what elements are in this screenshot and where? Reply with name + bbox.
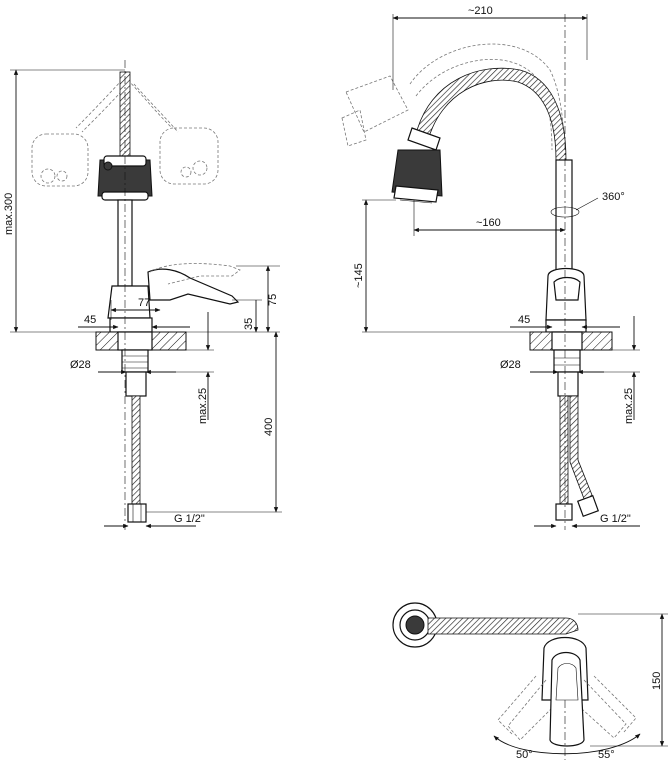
dim-diameter-28-left: Ø28	[70, 359, 91, 371]
faucet-body	[107, 285, 153, 333]
lever-handle	[147, 263, 241, 305]
dim-reach-160: ~160	[476, 217, 501, 229]
side-riser-pipe	[555, 159, 573, 277]
dim-height-max: max.300	[3, 193, 15, 235]
aerator-head	[391, 127, 443, 204]
curved-spout-hose	[415, 67, 567, 161]
dim-depth-150: 150	[651, 672, 663, 690]
hose-connector	[127, 503, 147, 523]
side-threaded-shank	[553, 349, 581, 373]
side-hose-connector-angled	[576, 494, 600, 518]
plan-lever-ghost-right	[571, 679, 627, 739]
supply-hose-cold	[559, 395, 569, 505]
supply-hose	[131, 395, 141, 505]
dim-spout-77: 77	[138, 297, 150, 309]
dim-body-35: 35	[243, 318, 255, 330]
plan-view: 50° 55° 150	[392, 602, 668, 761]
front-view: max.300 77 45 75 35 Ø28 max.25 400	[3, 60, 282, 530]
dim-base-45-right: 45	[518, 314, 530, 326]
dim-angle-50: 50°	[516, 749, 533, 761]
angle-arc	[493, 733, 641, 755]
supply-hose-hot	[569, 395, 595, 505]
plan-aerator	[392, 602, 438, 648]
dim-height-145: ~145	[353, 263, 365, 288]
dim-diameter-28-right: Ø28	[500, 359, 521, 371]
dim-rotation-360: 360°	[602, 191, 625, 203]
plan-lever-ghost-left	[507, 679, 561, 741]
rotation-indicator	[550, 206, 580, 218]
dim-thread-g12-left: G 1/2"	[174, 513, 205, 525]
dim-thread-max25-left: max.25	[197, 388, 209, 424]
dim-thread-g12-right: G 1/2"	[600, 513, 631, 525]
side-fixing-nut	[557, 371, 579, 397]
side-faucet-body	[545, 267, 587, 333]
plan-spout-hose	[427, 617, 579, 635]
dim-hose-400: 400	[263, 418, 275, 436]
dim-thread-max25-right: max.25	[623, 388, 635, 424]
dim-width-210: ~210	[468, 5, 493, 17]
spout-ghost	[341, 43, 565, 151]
dim-angle-55: 55°	[598, 749, 615, 761]
fixing-nut	[125, 371, 147, 397]
shower-head-ghost-right	[127, 79, 219, 185]
dim-base-45-left: 45	[84, 314, 96, 326]
dim-lever-75: 75	[267, 294, 279, 306]
threaded-shank	[121, 349, 149, 373]
side-view: 360° ~210 ~160 ~145 45 Ø28 max.25 G 1/2"	[341, 5, 640, 530]
plan-lever-handle	[549, 651, 585, 747]
side-hose-connector	[555, 503, 573, 521]
